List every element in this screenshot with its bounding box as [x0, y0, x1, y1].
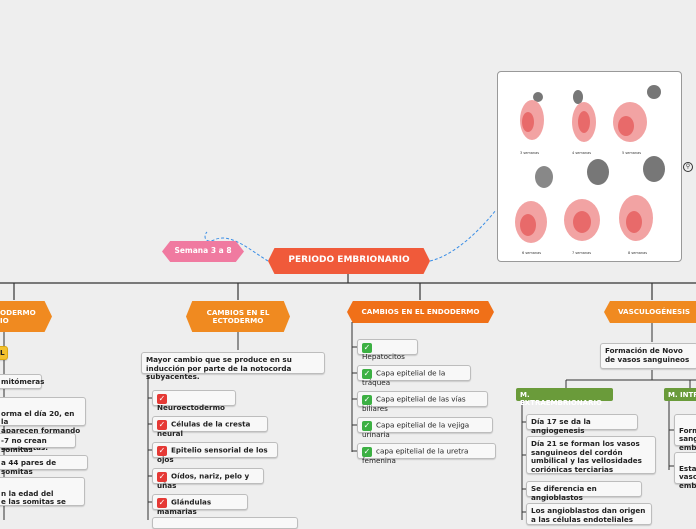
- extra-item-3[interactable]: Se diferencia en angioblastos: [526, 481, 642, 501]
- embryo-3-weeks: [520, 92, 544, 140]
- caption-4-weeks: 4 semanas: [572, 151, 591, 155]
- mesodermo-item-4[interactable]: -7 no crean somitas: [0, 433, 76, 453]
- intra-item-1[interactable]: Form sang emb: [674, 414, 696, 452]
- side-topic-label: Semana 3 a 8: [174, 246, 232, 256]
- mesodermo-item-5[interactable]: a 44 pares de somitas: [0, 455, 88, 475]
- caption-6-weeks: 6 semanas: [522, 251, 541, 255]
- extra-item-4[interactable]: Los angioblastos dan origen a las célula…: [526, 503, 652, 525]
- side-topic[interactable]: Semana 3 a 8: [162, 241, 244, 262]
- extraembrionario-topic[interactable]: M. EXTRAEMBRIONARIO: [516, 388, 613, 407]
- branch-ectodermo-label: CAMBIOS EN EL ECTODERMO: [206, 307, 270, 325]
- extra-item-2[interactable]: Día 21 se forman los vasos sanguineos de…: [526, 436, 656, 474]
- caption-3-weeks: 3 semanas: [520, 151, 539, 155]
- check-icon: ✓: [157, 498, 167, 508]
- central-topic[interactable]: PERIODO EMBRIONARIO: [268, 248, 430, 274]
- embryo-5-weeks: [613, 85, 661, 142]
- intra-item-2[interactable]: Estal vasc emb: [674, 452, 696, 490]
- check-icon: ✓: [157, 420, 167, 430]
- caption-8-weeks: 8 semanas: [628, 251, 647, 255]
- mesodermo-item-3[interactable]: orma el día 20, en la aparecen formando …: [0, 397, 86, 452]
- check-icon: ✓: [157, 394, 167, 404]
- mesodermo-item-1[interactable]: L: [0, 346, 8, 360]
- attachment-icon[interactable]: ⚲: [683, 162, 693, 172]
- branch-mesodermo-label: ODERMO IO: [0, 307, 36, 325]
- intraembrionario-topic[interactable]: M. INTR: [664, 388, 696, 401]
- branch-endodermo[interactable]: CAMBIOS EN EL ENDODERMO: [347, 301, 494, 323]
- extra-item-1[interactable]: Día 17 se da la angiogenesis: [526, 414, 638, 434]
- embryo-4-weeks: [572, 90, 596, 142]
- ectodermo-item-2[interactable]: ✓Células de la cresta neural: [152, 416, 268, 438]
- branch-ectodermo[interactable]: CAMBIOS EN EL ECTODERMO: [186, 301, 290, 332]
- ectodermo-intro[interactable]: Mayor cambio que se produce en su inducc…: [141, 352, 325, 381]
- ectodermo-item-3[interactable]: ✓Epitelio sensorial de los ojos: [152, 442, 278, 464]
- endodermo-item-1[interactable]: ✓Hepatocitos: [357, 339, 418, 361]
- endodermo-item-2[interactable]: ✓Capa epitelial de la tráquea: [357, 365, 471, 387]
- embryo-6-weeks: [515, 166, 553, 243]
- endodermo-item-4[interactable]: ✓Capa epitelial de la vejiga urinaria: [357, 417, 493, 439]
- central-topic-label: PERIODO EMBRIONARIO: [288, 255, 410, 266]
- embryo-8-weeks: [619, 156, 665, 241]
- vasculogenesis-intro[interactable]: Formación de Novo de vasos sanguineos: [600, 343, 696, 369]
- check-icon: ✓: [362, 447, 372, 457]
- ectodermo-item-1[interactable]: ✓Neuroectodermo: [152, 390, 236, 412]
- endodermo-item-3[interactable]: ✓Capa epitelial de las vías biliares: [357, 391, 488, 413]
- ectodermo-item-5[interactable]: ✓Glándulas mamarias: [152, 494, 248, 516]
- endodermo-item-5[interactable]: ✓capa epitelial de la uretra femenina: [357, 443, 496, 465]
- embryo-7-weeks: [564, 159, 609, 241]
- ectodermo-item-6[interactable]: [152, 517, 298, 529]
- check-icon: ✓: [362, 421, 372, 431]
- check-icon: ✓: [157, 472, 167, 482]
- check-icon: ✓: [362, 369, 372, 379]
- embryo-illustrations: 3 semanas 4 semanas 5 semanas 6 semanas …: [515, 85, 665, 255]
- branch-mesodermo[interactable]: ODERMO IO: [0, 301, 52, 332]
- check-icon: ✓: [362, 395, 372, 405]
- ectodermo-item-4[interactable]: ✓Oídos, nariz, pelo y uñas: [152, 468, 264, 490]
- mesodermo-item-6[interactable]: n la edad del e las somitas se: [0, 477, 85, 506]
- caption-7-weeks: 7 semanas: [572, 251, 591, 255]
- check-icon: ✓: [157, 446, 167, 456]
- caption-5-weeks: 5 semanas: [622, 151, 641, 155]
- embryo-image-panel[interactable]: 3 semanas 4 semanas 5 semanas 6 semanas …: [497, 71, 682, 262]
- branch-vasculogenesis[interactable]: VASCULOGÉNESIS: [604, 301, 696, 323]
- check-icon: ✓: [362, 343, 372, 353]
- branch-endodermo-label: CAMBIOS EN EL ENDODERMO: [361, 307, 480, 317]
- mesodermo-item-2[interactable]: mitómeras: [0, 374, 44, 389]
- branch-vasculogenesis-label: VASCULOGÉNESIS: [617, 307, 691, 317]
